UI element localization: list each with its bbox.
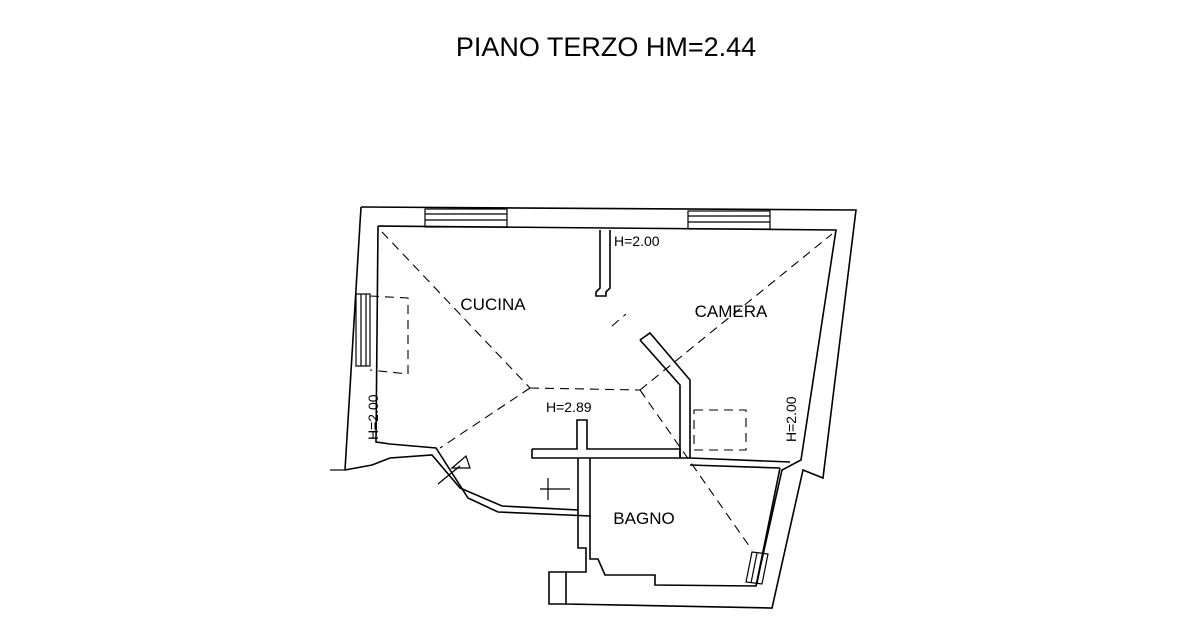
partition-top — [595, 230, 611, 297]
entrance-arrow-icon — [450, 454, 471, 469]
fixture-camera — [693, 409, 747, 451]
height-label-right: H=2.00 — [783, 396, 799, 442]
outer-wall-left — [344, 206, 362, 471]
window-left — [355, 293, 371, 367]
windows — [355, 208, 771, 585]
fixture-cucina — [369, 295, 409, 375]
room-label-camera: CAMERA — [695, 302, 768, 321]
plan-title: PIANO TERZO HM=2.44 — [456, 32, 756, 62]
height-label-center: H=2.89 — [546, 399, 592, 415]
roof-lines — [381, 231, 833, 551]
window-top-right — [687, 210, 771, 230]
outer-wall-line — [344, 206, 857, 609]
inner-wall-line — [375, 225, 837, 587]
partition-bagno-right — [755, 467, 781, 587]
fixtures — [369, 295, 747, 451]
height-label-top: H=2.00 — [614, 233, 660, 249]
lower-slab — [548, 571, 566, 605]
partition-diagonal — [639, 331, 691, 459]
outer-walls — [330, 206, 857, 609]
height-label-left: H=2.00 — [365, 394, 381, 440]
room-label-bagno: BAGNO — [613, 509, 674, 528]
partition-bagno-top — [531, 419, 681, 459]
room-label-cucina: CUCINA — [460, 295, 526, 314]
window-top-left — [424, 208, 508, 228]
partitions — [531, 230, 791, 587]
